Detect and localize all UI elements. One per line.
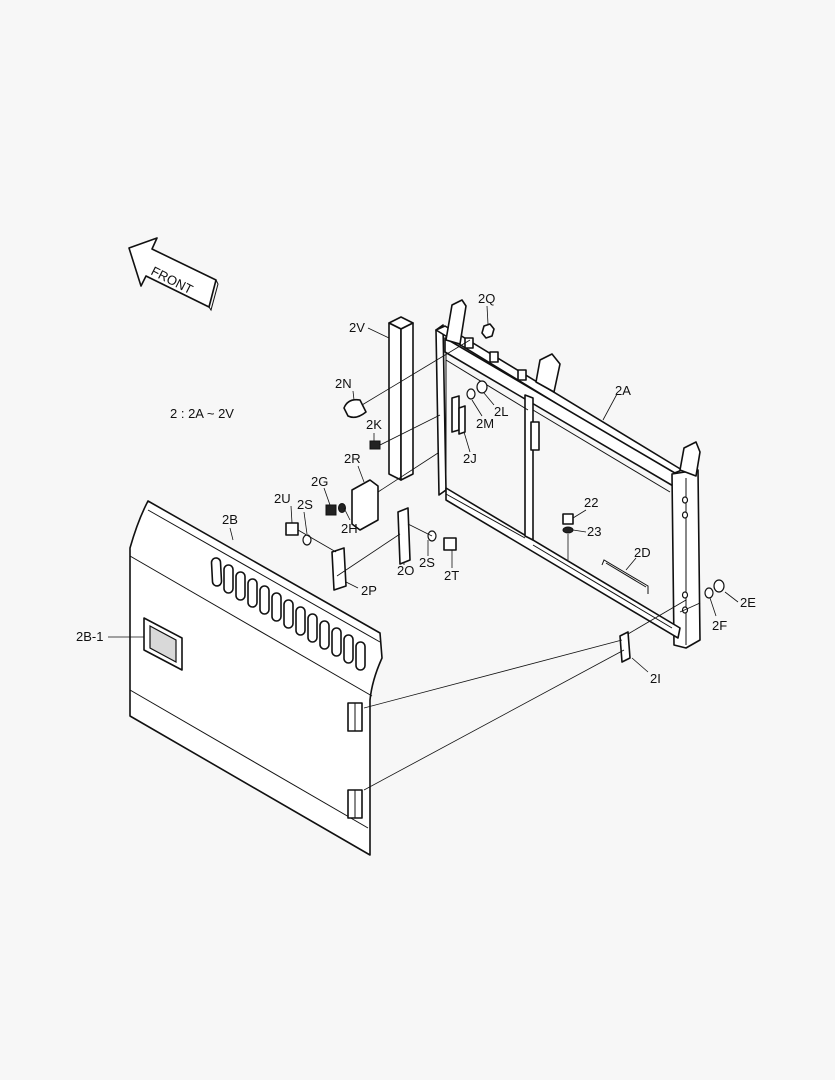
callout-2a: 2A [615, 383, 631, 398]
bolt-2g [325, 504, 337, 516]
frame-2a [435, 299, 701, 649]
washer-2m [466, 388, 476, 400]
callout-22: 22 [584, 495, 598, 510]
callout-2r: 2R [344, 451, 361, 466]
washer-23 [562, 526, 574, 534]
callout-2e: 2E [740, 595, 756, 610]
bolt-22 [562, 513, 574, 525]
bolt-2k [369, 440, 381, 450]
front-arrow: FRONT [128, 237, 219, 312]
washer-2h [338, 503, 346, 513]
callout-2s-left: 2S [297, 497, 313, 512]
callout-2h: 2H [341, 521, 358, 536]
callout-23: 23 [587, 524, 601, 539]
callout-2m: 2M [476, 416, 494, 431]
shim-2i [619, 631, 631, 663]
callout-2t: 2T [444, 568, 459, 583]
callout-2d: 2D [634, 545, 651, 560]
callout-2l: 2L [494, 404, 508, 419]
bolt-2u [285, 522, 299, 536]
nut-2q [481, 323, 495, 339]
callout-2f: 2F [712, 618, 727, 633]
nut-2e [713, 579, 725, 593]
washer-2f [704, 587, 714, 599]
panel-2b [129, 500, 383, 856]
post-2v [388, 316, 414, 481]
washer-2l [476, 380, 488, 394]
callout-2k: 2K [366, 417, 382, 432]
callout-2n: 2N [335, 376, 352, 391]
vent-slots [210, 557, 366, 671]
latch-2b-1 [143, 617, 183, 671]
plate-2o [397, 507, 411, 565]
callout-2b-1: 2B-1 [76, 629, 103, 644]
callout-2v: 2V [349, 320, 365, 335]
callout-2s-right: 2S [419, 555, 435, 570]
knob-2n [343, 398, 367, 419]
plate-2j [451, 395, 460, 433]
hardware [285, 323, 725, 663]
callout-2q: 2Q [478, 291, 495, 306]
callout-2o: 2O [397, 563, 414, 578]
bracket-2r [351, 479, 379, 531]
callout-2u: 2U [274, 491, 291, 506]
callout-2p: 2P [361, 583, 377, 598]
callout-2g: 2G [311, 474, 328, 489]
plate-2p [331, 547, 347, 591]
callout-2i: 2I [650, 671, 661, 686]
bolt-2t [443, 537, 457, 551]
callout-labels: 2Q 2V 2N 2A 2L 2M 2K 2J 2R 2G 2U 2S 2H 2… [76, 291, 756, 686]
leader-lines [108, 305, 739, 791]
range-note: 2 : 2A ~ 2V [170, 406, 234, 421]
callout-2j: 2J [463, 451, 477, 466]
callout-2b: 2B [222, 512, 238, 527]
